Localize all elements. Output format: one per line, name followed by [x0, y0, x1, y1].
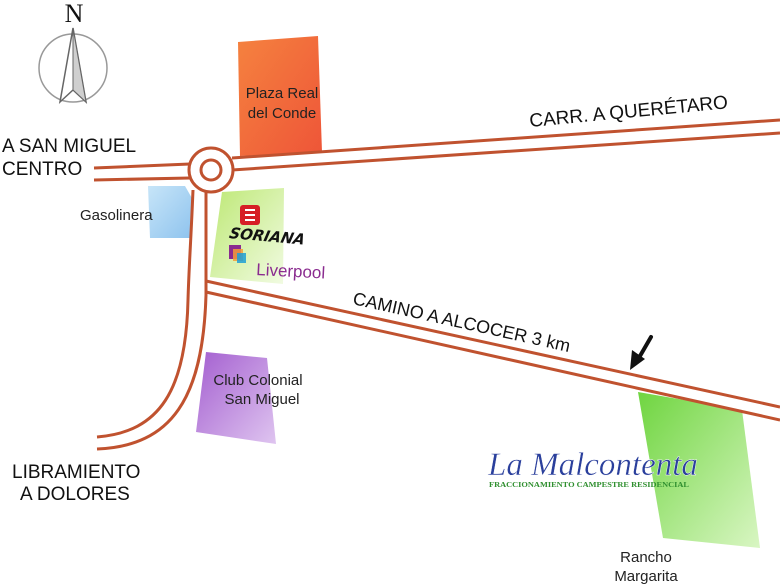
gasolinera-block [148, 186, 193, 238]
roundabout-center [199, 158, 223, 182]
road-network [93, 118, 780, 451]
road-queretaro-edge [231, 131, 780, 172]
dest-san-miguel-line1: A SAN MIGUEL [2, 136, 136, 157]
north-arrow-icon [38, 27, 108, 105]
plaza-real-block [238, 36, 322, 156]
road-libramiento-edge [96, 190, 208, 451]
plaza-label-line1: Plaza Real [246, 85, 319, 102]
dest-dolores-line2: A DOLORES [20, 484, 130, 505]
road-san-miguel-edge [93, 162, 191, 170]
club-colonial-block [196, 352, 276, 444]
shopping-center-block [210, 188, 284, 284]
road-libramiento-edge [96, 189, 195, 439]
soriana-logo-icon [240, 205, 260, 225]
road-alcocer-edge [205, 290, 780, 422]
north-label: N [65, 0, 84, 28]
gasolinera-label: Gasolinera [80, 207, 153, 224]
liverpool-logo-icon [229, 245, 246, 263]
entrance-arrow-icon [630, 335, 653, 370]
liverpool-label: Liverpool [256, 260, 326, 283]
rancho-label-line2: Margarita [614, 568, 678, 585]
brand-subtitle: FRACCIONAMIENTO CAMPESTRE RESIDENCIAL [489, 480, 689, 489]
club-label-line1: Club Colonial [213, 372, 302, 389]
club-label-line2: San Miguel [224, 391, 299, 408]
dest-alcocer: CAMINO A ALCOCER 3 km [351, 288, 572, 356]
dest-san-miguel-line2: CENTRO [2, 159, 82, 180]
brand-name: La Malcontenta [487, 447, 698, 483]
plaza-label-line2: del Conde [248, 105, 316, 122]
dest-dolores-line1: LIBRAMIENTO [12, 462, 140, 483]
road-queretaro-edge [231, 118, 780, 160]
rancho-label-line1: Rancho [620, 549, 672, 566]
rancho-margarita-block [638, 392, 760, 548]
road-alcocer-edge [205, 279, 780, 409]
road-san-miguel-edge [93, 176, 191, 182]
